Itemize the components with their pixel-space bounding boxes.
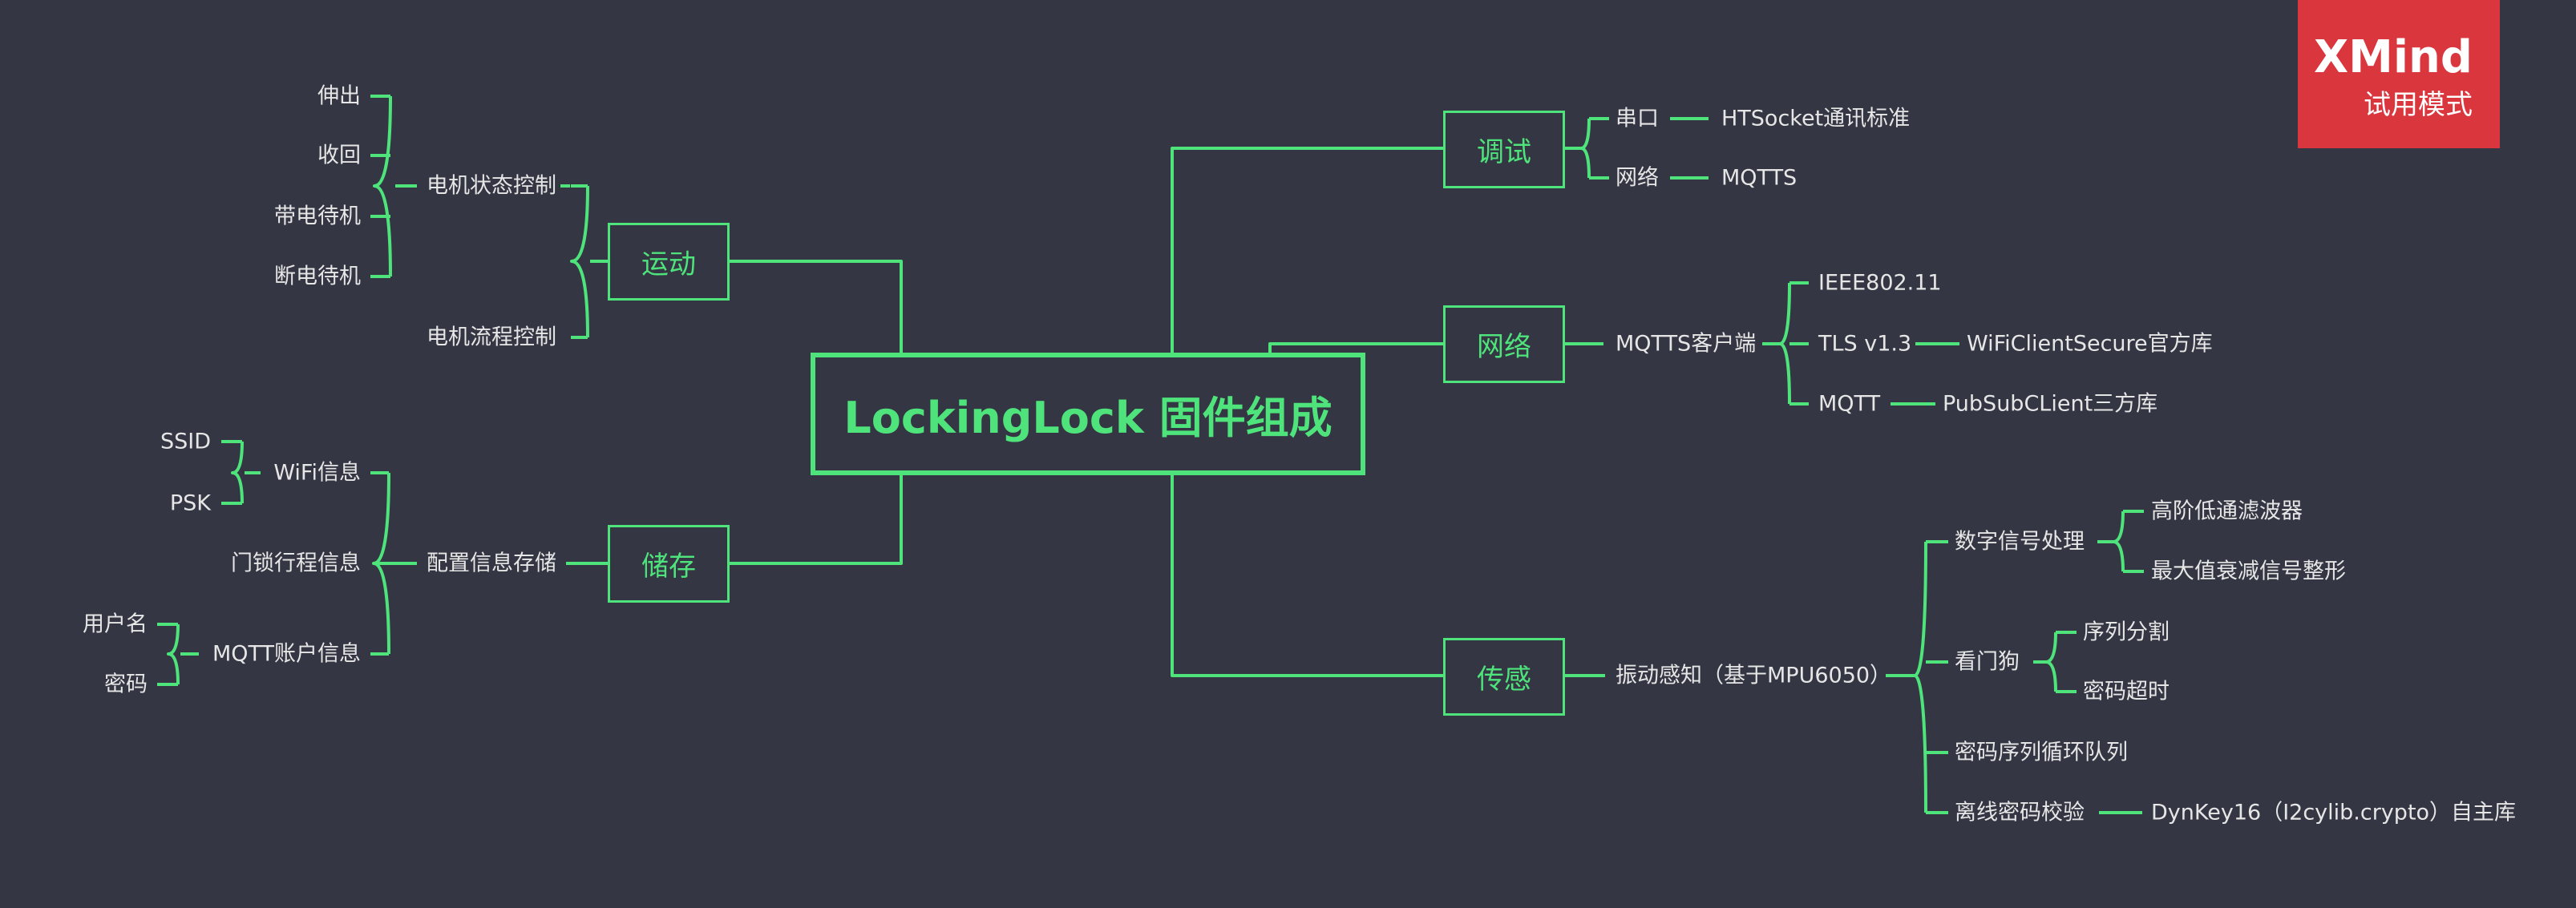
- connector-root-debug: [1171, 147, 1445, 353]
- bracket-debug: [1579, 118, 1591, 179]
- bracket-vibration: [1913, 541, 1927, 813]
- topic-ieee80211[interactable]: IEEE802.11: [1818, 270, 1942, 296]
- connector-root-storage: [730, 474, 903, 565]
- topic-network[interactable]: 网络: [1443, 305, 1565, 383]
- topic-pubsubclient[interactable]: PubSubCLient三方库: [1943, 391, 2158, 417]
- topic-lowpass-filter[interactable]: 高阶低通滤波器: [2151, 498, 2303, 524]
- topic-debug[interactable]: 调试: [1443, 111, 1565, 188]
- badge-brand: XMind: [2313, 31, 2473, 83]
- topic-ring-queue[interactable]: 密码序列循环队列: [1955, 740, 2128, 765]
- topic-peak-decay-shaping[interactable]: 最大值衰减信号整形: [2151, 559, 2346, 584]
- bracket-config: [372, 472, 390, 655]
- bracket-dsp: [2112, 510, 2125, 572]
- topic-motor-flow-control[interactable]: 电机流程控制: [427, 325, 556, 350]
- topic-mqtt[interactable]: MQTT: [1818, 391, 1881, 417]
- topic-username[interactable]: 用户名: [83, 611, 148, 637]
- topic-sensing[interactable]: 传感: [1443, 638, 1565, 716]
- topic-serial[interactable]: 串口: [1616, 106, 1659, 131]
- bracket-wifi: [231, 441, 244, 504]
- topic-dsp[interactable]: 数字信号处理: [1955, 529, 2085, 555]
- topic-door-travel-info[interactable]: 门锁行程信息: [231, 551, 361, 576]
- topic-vibration-sensing[interactable]: 振动感知（基于MPU6050）: [1616, 663, 1892, 688]
- connector-root-network: [1268, 342, 1445, 353]
- bracket-watchdog: [2044, 632, 2057, 692]
- bracket-mqtt-account: [167, 623, 180, 685]
- bracket-motor-state: [373, 95, 392, 277]
- topic-sequence-split[interactable]: 序列分割: [2083, 619, 2170, 645]
- topic-tls[interactable]: TLS v1.3: [1818, 331, 1912, 357]
- topic-dynkey16[interactable]: DynKey16（I2cylib.crypto）自主库: [2151, 800, 2517, 825]
- connector-root-motion: [730, 260, 903, 353]
- topic-unpowered-standby[interactable]: 断电待机: [274, 264, 361, 289]
- topic-mqtts-client[interactable]: MQTTS客户端: [1616, 331, 1757, 357]
- topic-retract[interactable]: 收回: [317, 143, 361, 168]
- topic-password[interactable]: 密码: [104, 672, 148, 697]
- topic-offline-verify[interactable]: 离线密码校验: [1955, 800, 2085, 825]
- topic-motion[interactable]: 运动: [608, 223, 730, 301]
- topic-storage[interactable]: 储存: [608, 525, 730, 603]
- topic-watchdog[interactable]: 看门狗: [1955, 649, 2020, 675]
- badge-mode: 试用模式: [2364, 89, 2473, 121]
- topic-extend[interactable]: 伸出: [317, 83, 361, 109]
- root-topic[interactable]: LockingLock 固件组成: [811, 353, 1365, 475]
- topic-ssid[interactable]: SSID: [160, 429, 211, 454]
- xmind-trial-badge: XMind 试用模式: [2298, 0, 2500, 148]
- topic-wifi-info[interactable]: WiFi信息: [273, 460, 361, 486]
- topic-wificlientsecure[interactable]: WiFiClientSecure官方库: [1967, 331, 2213, 357]
- connector-root-sensing: [1171, 474, 1445, 677]
- topic-psk[interactable]: PSK: [169, 490, 211, 516]
- topic-powered-standby[interactable]: 带电待机: [274, 204, 361, 229]
- topic-mqtts[interactable]: MQTTS: [1721, 165, 1798, 191]
- topic-debug-network[interactable]: 网络: [1616, 165, 1659, 191]
- topic-htsocket[interactable]: HTSocket通讯标准: [1721, 106, 1911, 131]
- topic-mqtt-account-info[interactable]: MQTT账户信息: [212, 641, 361, 667]
- topic-motor-state-control[interactable]: 电机状态控制: [427, 173, 556, 199]
- bracket-client: [1778, 282, 1791, 405]
- bracket-motion: [570, 185, 589, 338]
- topic-config-storage[interactable]: 配置信息存储: [427, 551, 556, 576]
- topic-password-timeout[interactable]: 密码超时: [2083, 679, 2170, 704]
